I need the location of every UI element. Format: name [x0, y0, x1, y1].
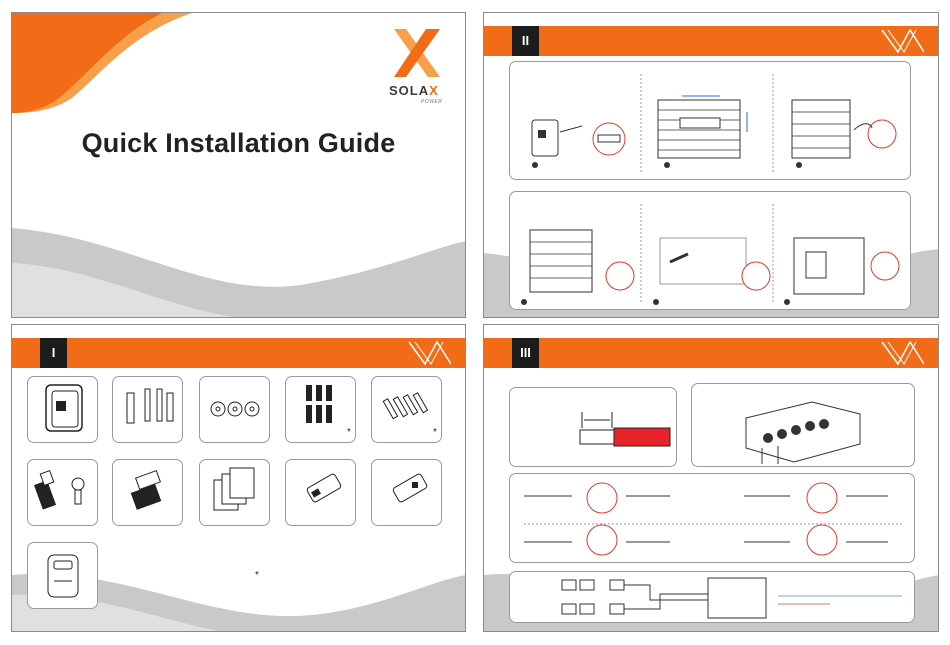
meter-icon	[28, 543, 99, 610]
page-title: Quick Installation Guide	[12, 128, 465, 159]
item-dongle	[285, 459, 356, 526]
inverter-icon	[28, 377, 99, 444]
dongle-icon	[286, 460, 357, 527]
ac-connector-icon	[34, 471, 56, 510]
usb-dongle-icon	[372, 460, 443, 527]
item-documents	[199, 459, 270, 526]
inverter-bottom-card	[691, 383, 915, 467]
wiring-diagram-icon	[510, 572, 916, 624]
optional-mark: *	[347, 427, 351, 438]
brick-wall-icon	[792, 100, 850, 158]
crimp-tool-icon	[510, 474, 916, 564]
logo-subtitle: POWER	[421, 99, 442, 105]
item-waterproof-gland	[112, 459, 183, 526]
wire-strip-card	[509, 387, 677, 467]
item-inverter	[27, 376, 98, 443]
brick-wall-icon	[530, 230, 592, 292]
item-pv-pin-contacts: *	[371, 376, 442, 443]
corner-x-icon	[407, 340, 451, 366]
item-expansion-screws	[112, 376, 183, 443]
logo-wordmark: SOLAX	[389, 83, 439, 98]
documents-icon	[200, 460, 271, 527]
section-three-header: III	[484, 338, 938, 368]
mounting-steps-row-1	[509, 61, 911, 180]
section-three-page: III	[483, 324, 939, 632]
item-pv-connectors: *	[285, 376, 356, 443]
item-washers	[199, 376, 270, 443]
mounting-steps-row-2	[509, 191, 911, 310]
section-two-badge: II	[512, 26, 539, 56]
crimping-steps-card	[509, 473, 915, 563]
corner-x-icon	[880, 28, 924, 54]
item-ac-connector	[27, 459, 98, 526]
item-usb-dongle	[371, 459, 442, 526]
wire-strip-icon	[510, 388, 678, 468]
section-one-page: I *	[11, 324, 466, 632]
waterproof-gland-icon	[113, 460, 184, 527]
optional-mark: *	[433, 427, 437, 438]
solax-logo-icon	[392, 27, 442, 79]
item-meter	[27, 542, 98, 609]
washers-icon	[200, 377, 271, 444]
corner-x-icon	[880, 340, 924, 366]
cover-page: SOLAX POWER Quick Installation Guide	[11, 12, 466, 318]
mounting-bracket-icon	[794, 238, 864, 294]
section-one-badge: I	[40, 338, 67, 368]
section-two-page: II	[483, 12, 939, 318]
optional-mark-note: *	[255, 570, 259, 581]
wiring-diagram-card	[509, 571, 915, 623]
section-one-header: I	[12, 338, 465, 368]
expansion-screws-icon	[113, 377, 184, 444]
brick-wall-icon	[658, 96, 747, 158]
section-two-header: II	[484, 26, 938, 56]
ring-terminal-icon	[72, 478, 84, 504]
section-three-badge: III	[512, 338, 539, 368]
inverter-icon	[532, 120, 582, 156]
drill-icon	[660, 238, 746, 284]
inverter-icon	[692, 384, 916, 468]
